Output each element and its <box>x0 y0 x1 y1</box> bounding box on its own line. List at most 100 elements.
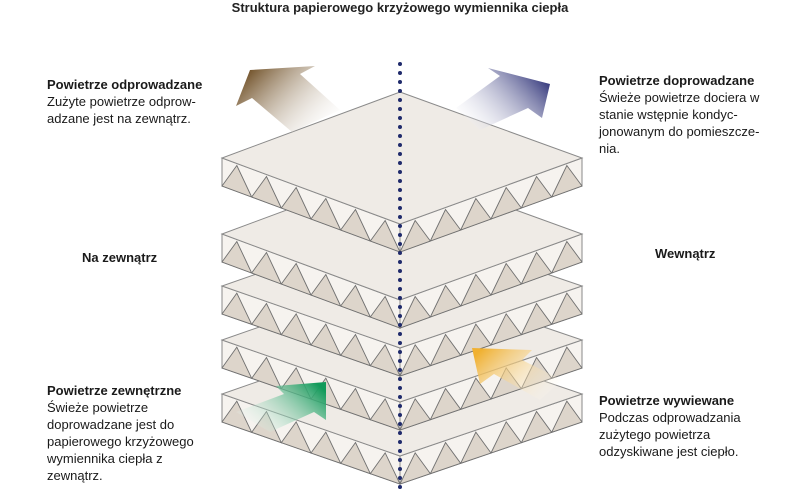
corrugation-fold <box>399 451 432 485</box>
supply-air-text: Powietrze doprowadzane Świeże powietrze … <box>599 72 789 157</box>
corrugation-fold <box>221 164 253 198</box>
corrugation-fold <box>339 284 372 318</box>
return-air-line: odzyskiwane jest ciepło. <box>599 444 739 459</box>
divider-dot <box>398 476 402 480</box>
divider-dot <box>398 449 402 453</box>
divider-dot <box>398 152 402 156</box>
exhaust-air-line: adzane jest na zewnątrz. <box>47 111 191 126</box>
divider-dot <box>398 323 402 327</box>
corrugation-fold <box>221 292 253 326</box>
outdoor-air-arrow <box>236 382 326 432</box>
outdoor-air-line: wymiennika ciepła z <box>47 451 163 466</box>
return-air-arrow <box>472 348 562 400</box>
divider-dot <box>398 125 402 129</box>
supply-air-line: nia. <box>599 141 620 156</box>
corrugation-fold <box>490 420 523 454</box>
divider-dot <box>398 440 402 444</box>
corrugation-fold <box>520 175 553 209</box>
divider-dot <box>398 422 402 426</box>
divider-dot <box>398 188 402 192</box>
divider-dot <box>398 233 402 237</box>
divider-dot <box>398 260 402 264</box>
corrugation-fold <box>369 219 401 253</box>
outdoor-air-line: doprowadzane jest do <box>47 417 175 432</box>
corrugation-fold <box>310 323 342 357</box>
divider-dot <box>398 278 402 282</box>
divider-dot <box>398 431 402 435</box>
corrugation-fold <box>221 346 253 380</box>
corrugation-fold <box>490 262 523 296</box>
return-air-line: Podczas odprowadzania <box>599 410 741 425</box>
corrugation-fold <box>339 333 372 367</box>
divider-dot <box>398 332 402 336</box>
corrugation-fold <box>429 284 462 318</box>
corrugation-fold <box>250 302 283 336</box>
corrugation-fold <box>369 295 401 329</box>
corrugation-fold <box>339 387 372 421</box>
corrugation-fold <box>280 420 312 454</box>
corrugation-fold <box>280 312 312 346</box>
inside-label: Wewnątrz <box>655 246 716 261</box>
outdoor-air-line: papierowego krzyżowego <box>47 434 194 449</box>
divider-dot <box>398 404 402 408</box>
outdoor-air-text: Powietrze zewnętrzne Świeże powietrze do… <box>47 382 237 484</box>
divider-dot <box>398 206 402 210</box>
corrugation-fold <box>399 295 432 329</box>
exhaust-air-text: Powietrze odprowadzane Zużyte powietrze … <box>47 76 237 127</box>
corrugation-fold <box>339 208 372 242</box>
divider-dot <box>398 62 402 66</box>
corrugation-fold <box>429 208 462 242</box>
divider-dot <box>398 485 402 489</box>
corrugation-fold <box>429 387 462 421</box>
supply-air-line: Świeże powietrze dociera w <box>599 90 760 105</box>
corrugation-fold <box>520 251 553 285</box>
corrugation-fold <box>339 441 372 475</box>
outdoor-air-line: Świeże powietrze <box>47 400 149 415</box>
divider-dot <box>398 359 402 363</box>
divider-dot <box>398 107 402 111</box>
return-air-line: zużytego powietrza <box>599 427 711 442</box>
corrugation-fold <box>280 262 312 296</box>
corrugation-fold <box>490 312 523 346</box>
divider-dot <box>398 287 402 291</box>
divider-dot <box>398 170 402 174</box>
corrugation-fold <box>221 240 253 274</box>
divider-dot <box>398 386 402 390</box>
divider-dot <box>398 251 402 255</box>
divider-dot <box>398 242 402 246</box>
divider-dot <box>398 89 402 93</box>
divider-dot <box>398 179 402 183</box>
corrugation-fold <box>459 431 492 465</box>
divider-dot <box>398 161 402 165</box>
corrugation-fold <box>429 441 462 475</box>
divider-line <box>398 62 402 489</box>
corrugation-fold <box>520 410 553 444</box>
divider-dot <box>398 143 402 147</box>
corrugation-fold <box>280 186 312 220</box>
corrugation-fold <box>550 346 583 380</box>
corrugation-fold <box>399 343 432 377</box>
divider-dot <box>398 197 402 201</box>
outdoor-air-line: zewnątrz. <box>47 468 103 483</box>
divider-dot <box>398 413 402 417</box>
divider-dot <box>398 350 402 354</box>
corrugation-fold <box>369 451 401 485</box>
diagram-title: Struktura papierowego krzyżowego wymienn… <box>231 0 569 15</box>
corrugation-fold <box>490 186 523 220</box>
corrugation-fold <box>310 431 342 465</box>
corrugation-fold <box>250 356 283 390</box>
corrugation-fold <box>399 397 432 431</box>
corrugation-fold <box>399 219 432 253</box>
divider-dot <box>398 215 402 219</box>
divider-dot <box>398 224 402 228</box>
corrugation-fold <box>429 333 462 367</box>
supply-air-arrow <box>456 68 550 130</box>
return-air-text: Powietrze wywiewane Podczas odprowadzani… <box>599 392 789 460</box>
outside-label: Na zewnątrz <box>82 250 158 265</box>
corrugation-fold <box>550 292 583 326</box>
divider-dot <box>398 467 402 471</box>
divider-dot <box>398 377 402 381</box>
corrugation-fold <box>310 197 342 231</box>
corrugation-fold <box>310 273 342 307</box>
